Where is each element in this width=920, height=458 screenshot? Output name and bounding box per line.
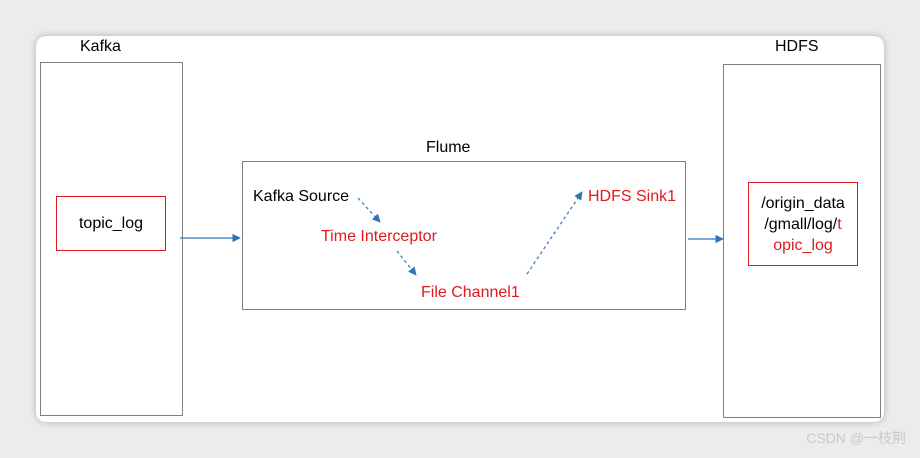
hdfs-sink-node: HDFS Sink1	[588, 188, 677, 205]
hdfs-path-line2-black: /gmall/log/	[764, 215, 838, 233]
hdfs-path-line3: opic_log	[773, 236, 833, 254]
file-channel-node: File Channel1	[421, 284, 520, 301]
hdfs-path-line2: /gmall/log/t	[761, 214, 845, 235]
kafka-topic-box: topic_log	[56, 196, 166, 251]
flume-container	[242, 161, 686, 310]
time-interceptor-node: Time Interceptor	[321, 228, 437, 245]
kafka-topic-label: topic_log	[78, 214, 144, 232]
hdfs-path-box: /origin_data /gmall/log/t opic_log	[748, 182, 858, 266]
kafka-title: Kafka	[80, 38, 121, 55]
hdfs-title: HDFS	[775, 38, 819, 55]
hdfs-path: /origin_data /gmall/log/t opic_log	[761, 193, 845, 256]
kafka-source-node: Kafka Source	[253, 188, 350, 205]
hdfs-path-line1: /origin_data	[761, 194, 845, 212]
hdfs-path-line2-red: t	[837, 215, 842, 233]
watermark: CSDN @一枝荆	[806, 430, 906, 446]
flume-title: Flume	[426, 139, 471, 156]
